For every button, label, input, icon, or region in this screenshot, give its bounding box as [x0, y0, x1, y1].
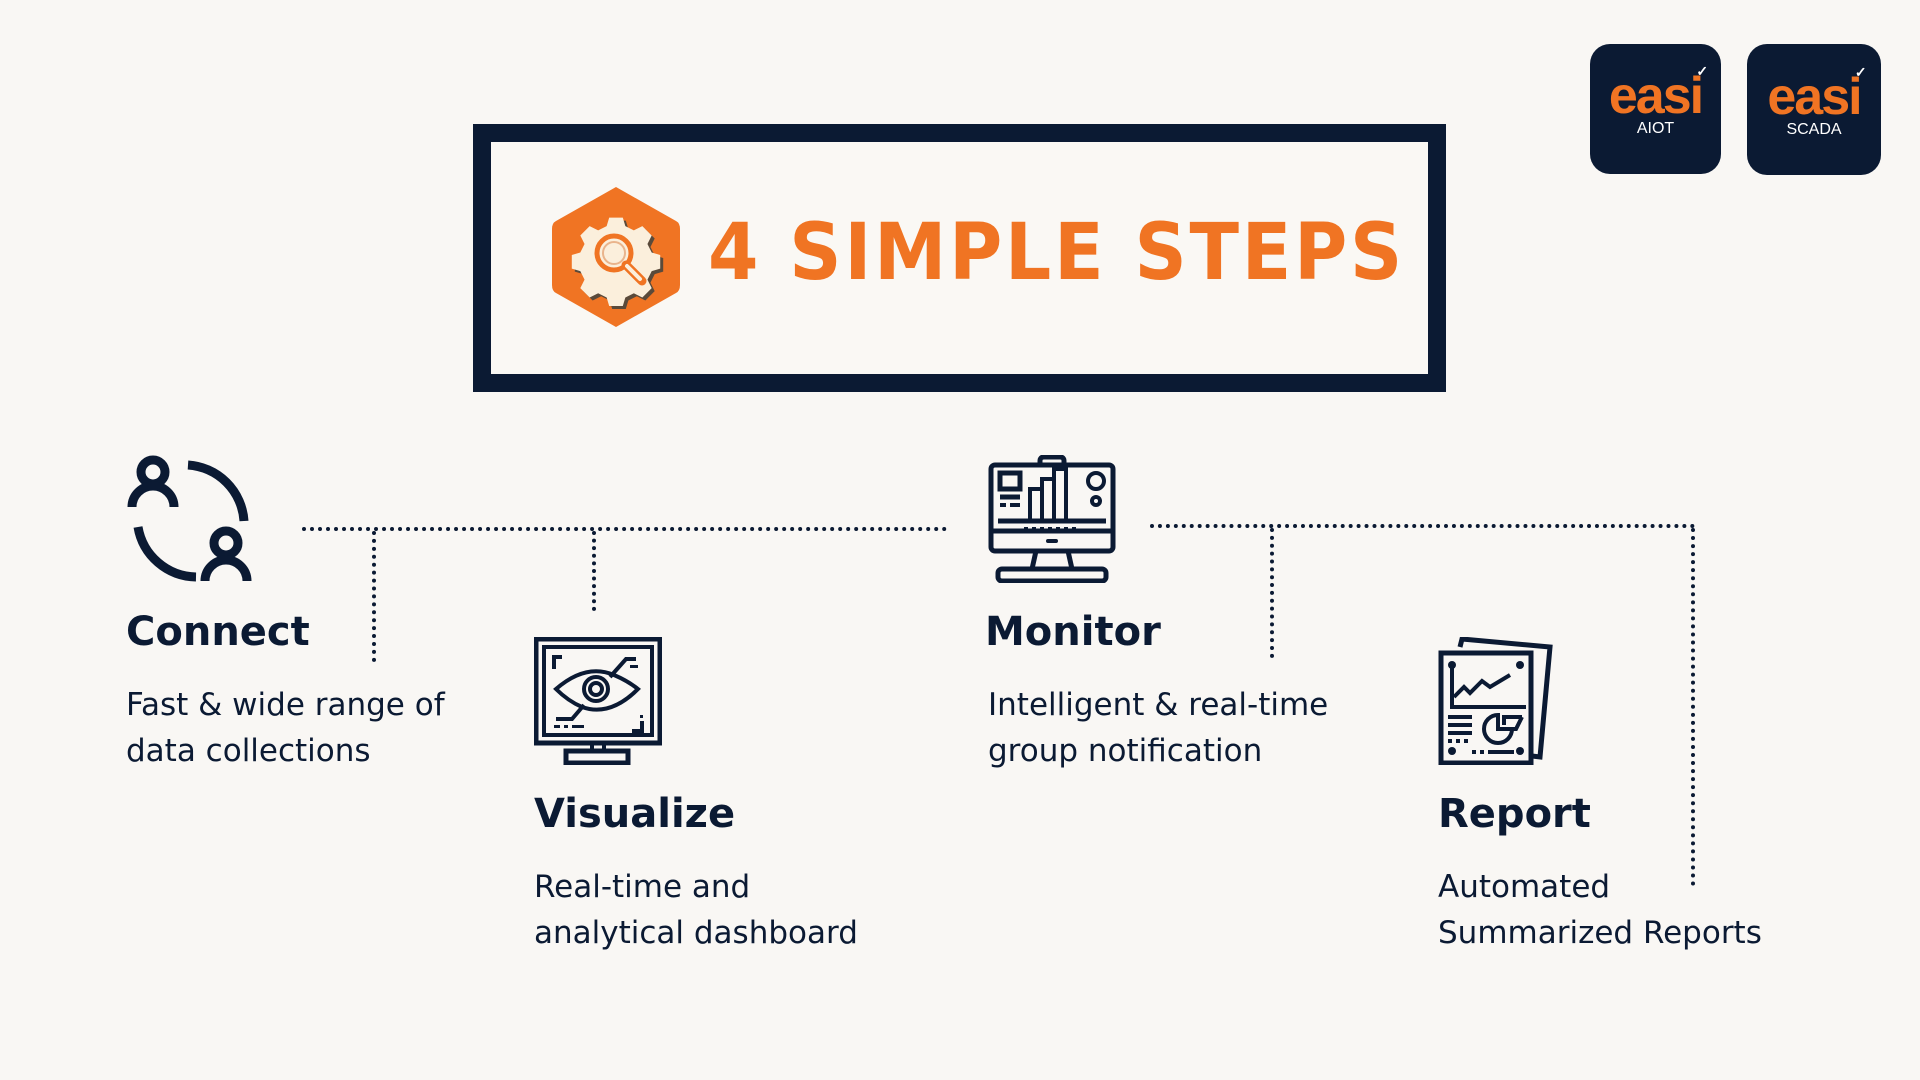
step-desc-connect: Fast & wide range of data collections — [126, 682, 445, 774]
logo-product-text: AIOT — [1636, 120, 1675, 137]
connector-drop-visualize — [592, 531, 596, 611]
connector-line-left — [302, 527, 947, 531]
step-desc-report: Automated Summarized Reports — [1438, 864, 1762, 956]
step-title-visualize: Visualize — [534, 791, 736, 837]
step-desc-visualize: Real-time and analytical dashboard — [534, 864, 858, 956]
desktop-dashboard-icon — [988, 455, 1116, 583]
page-title: 4 SIMPLE STEPS — [708, 208, 1406, 298]
easi-scada-logo: easi✓ SCADA — [1747, 44, 1881, 175]
logo-brand-text: easi✓ — [1767, 63, 1866, 126]
report-documents-icon — [1438, 637, 1553, 765]
easi-aiot-logo: easi✓ AIOT — [1590, 44, 1721, 174]
desc-line: Real-time and — [534, 869, 751, 905]
check-icon: ✓ — [1854, 63, 1867, 80]
connector-drop-monitor — [1270, 528, 1274, 658]
step-desc-monitor: Intelligent & real-time group notificati… — [988, 682, 1328, 774]
check-icon: ✓ — [1696, 63, 1708, 79]
monitor-eye-icon — [534, 637, 662, 765]
connector-drop-connect — [372, 531, 376, 662]
step-title-report: Report — [1438, 791, 1591, 837]
logo-brand-text: easi✓ — [1608, 63, 1708, 125]
desc-line: Automated — [1438, 869, 1611, 905]
step-title-connect: Connect — [126, 609, 310, 655]
desc-line: Summarized Reports — [1438, 915, 1762, 951]
desc-line: Intelligent & real-time — [988, 687, 1329, 723]
users-connect-icon — [127, 455, 252, 582]
desc-line: group notification — [988, 733, 1263, 769]
connector-line-right — [1150, 524, 1695, 528]
desc-line: data collections — [126, 733, 371, 769]
gear-magnifier-icon — [552, 187, 680, 327]
desc-line: analytical dashboard — [534, 915, 858, 951]
desc-line: Fast & wide range of — [126, 687, 445, 723]
logo-product-text: SCADA — [1786, 120, 1842, 138]
connector-drop-report — [1691, 528, 1695, 886]
step-title-monitor: Monitor — [985, 609, 1161, 655]
